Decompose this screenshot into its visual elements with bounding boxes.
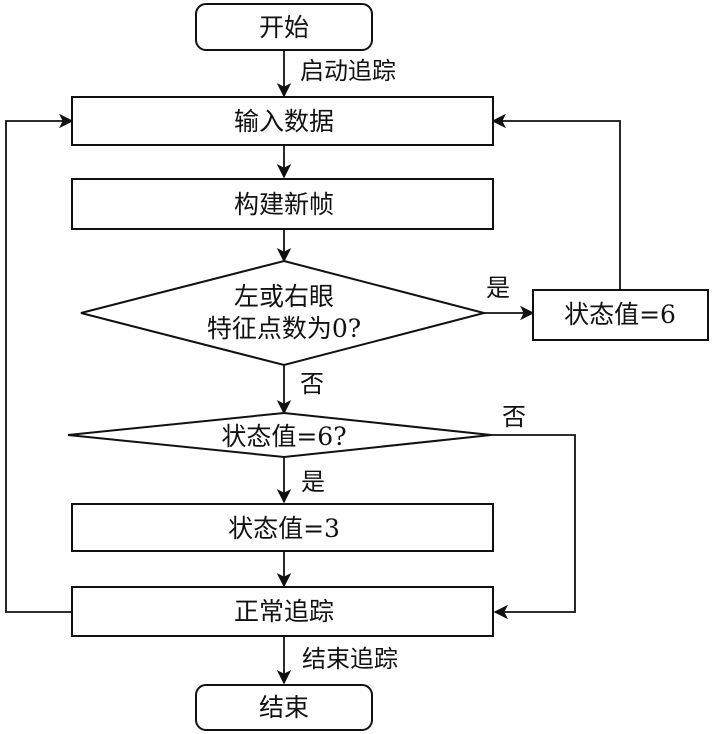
edge-label-decision1-no: 否 xyxy=(300,370,324,398)
start-node xyxy=(195,3,373,51)
edge-label-start-tracking: 启动追踪 xyxy=(300,57,396,85)
edge-label-decision2-yes: 是 xyxy=(301,468,325,496)
connector-normal-loop xyxy=(5,113,74,613)
state-three-node xyxy=(71,503,494,552)
decision-state-node xyxy=(67,411,492,459)
edge-label-decision2-no: 否 xyxy=(502,403,526,431)
state-six-node xyxy=(532,289,709,341)
decision-feature-line2: 特征点数为0? xyxy=(207,314,361,343)
edge-label-end-tracking: 结束追踪 xyxy=(302,645,398,673)
start-node-label: 开始 xyxy=(259,13,309,42)
connector-state6-loop xyxy=(491,113,621,290)
state-six-label: 状态值=6 xyxy=(564,300,676,329)
input-data-node xyxy=(71,96,494,146)
end-node xyxy=(195,684,373,731)
end-node-label: 结束 xyxy=(259,693,309,722)
build-frame-node xyxy=(71,178,494,230)
decision-state-label: 状态值=6? xyxy=(221,422,346,451)
normal-tracking-label: 正常追踪 xyxy=(234,597,334,626)
build-frame-label: 构建新帧 xyxy=(234,190,334,219)
edge-label-decision1-yes: 是 xyxy=(486,274,510,302)
state-three-label: 状态值=3 xyxy=(228,514,340,543)
decision-feature-line1: 左或右眼 xyxy=(234,282,334,311)
connector-decision2-no xyxy=(491,434,576,620)
decision-feature-node xyxy=(80,259,488,367)
input-data-label: 输入数据 xyxy=(234,107,334,136)
normal-tracking-node xyxy=(71,586,494,637)
